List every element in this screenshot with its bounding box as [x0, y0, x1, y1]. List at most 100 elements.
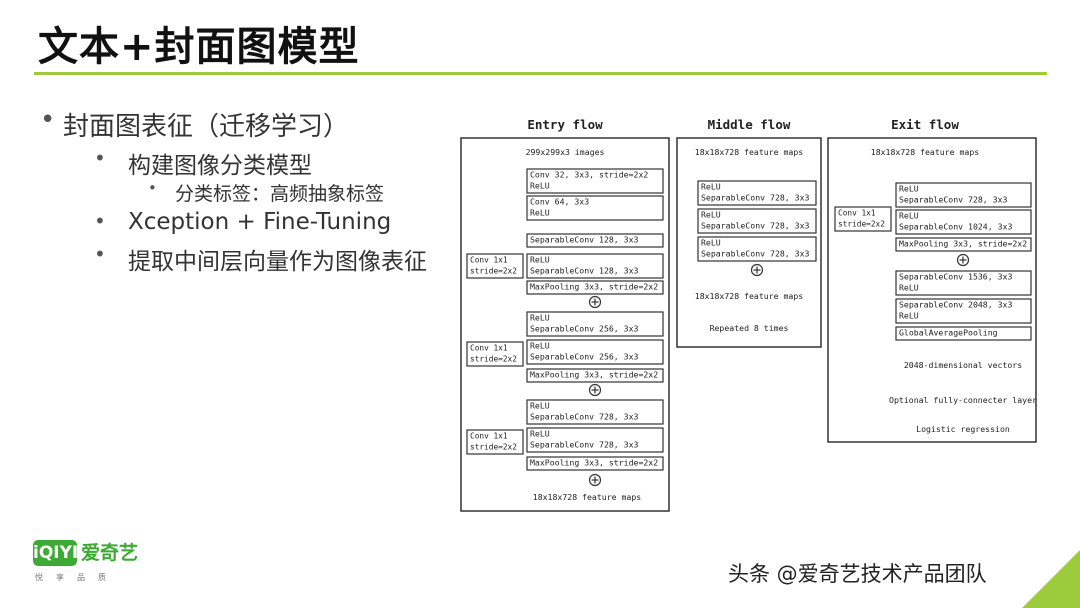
layer-block — [526, 456, 664, 471]
exit-flow-title: Exit flow — [891, 117, 959, 132]
layer-label: SeparableConv 2048, 3x3 — [899, 300, 1012, 310]
middle-flow-input: 18x18x728 feature maps — [695, 147, 804, 157]
bullet-dot-icon: • — [40, 105, 56, 135]
layer-label: ReLU — [701, 210, 721, 220]
layer-block — [526, 368, 664, 383]
layer-block — [895, 270, 1032, 296]
layer-label: SeparableConv 1536, 3x3 — [899, 272, 1012, 282]
layer-block — [526, 195, 664, 221]
layer-block — [895, 182, 1032, 208]
layer-label: stride=2x2 — [470, 267, 517, 276]
layer-label: Conv 64, 3x3 — [530, 197, 589, 207]
middle-flow-repeat-note: Repeated 8 times — [710, 323, 789, 333]
layer-label: SeparableConv 728, 3x3 — [530, 412, 639, 422]
iqiyi-logo-name: 爱奇艺 — [81, 542, 139, 564]
entry-flow-output: 18x18x728 feature maps — [533, 492, 642, 502]
layer-label: Conv 1x1 — [470, 432, 508, 441]
entry-flow-title: Entry flow — [527, 117, 603, 132]
entry-flow-input: 299x299x3 images — [526, 147, 605, 157]
layer-label: ReLU — [899, 211, 919, 221]
layer-block — [697, 208, 817, 234]
middle-flow-output: 18x18x728 feature maps — [695, 291, 804, 301]
layer-label: MaxPooling 3x3, stride=2x2 — [530, 370, 658, 380]
bullet-text: Xception + Fine-Tuning — [128, 209, 392, 235]
layer-label: ReLU — [701, 238, 721, 248]
bullet-text: 提取中间层向量作为图像表征 — [128, 249, 427, 275]
bullet-dot-icon: • — [94, 209, 106, 233]
layer-block — [466, 341, 524, 367]
layer-label: stride=2x2 — [838, 220, 885, 229]
layer-block — [466, 253, 524, 279]
layer-label: SeparableConv 728, 3x3 — [701, 249, 810, 259]
layer-label: MaxPooling 3x3, stride=2x2 — [530, 458, 658, 468]
layer-block — [895, 326, 1032, 341]
layer-label: ReLU — [530, 181, 550, 191]
layer-block — [526, 233, 664, 248]
layer-label: GlobalAveragePooling — [899, 328, 998, 338]
exit-flow-step: Optional fully-connecter layer — [889, 395, 1037, 405]
layer-label: SeparableConv 256, 3x3 — [530, 324, 639, 334]
bullet-level3: • 分类标签：高频抽象标签 — [148, 179, 384, 206]
layer-label: ReLU — [530, 208, 550, 218]
watermark-text: 头条 @爱奇艺技术产品团队 — [728, 562, 987, 586]
layer-block — [895, 209, 1032, 235]
layer-block — [834, 206, 892, 232]
layer-block — [895, 237, 1032, 252]
layer-label: SeparableConv 728, 3x3 — [530, 440, 639, 450]
layer-label: MaxPooling 3x3, stride=2x2 — [899, 239, 1027, 249]
layer-label: SeparableConv 728, 3x3 — [701, 193, 810, 203]
layer-label: SeparableConv 728, 3x3 — [899, 195, 1008, 205]
bullet-dot-icon: • — [94, 242, 106, 266]
layer-block — [526, 427, 664, 453]
iqiyi-logo-slogan: 悦享品质 — [35, 573, 119, 582]
layer-block — [697, 180, 817, 206]
layer-block — [526, 311, 664, 337]
bullet-level2: • Xception + Fine-Tuning — [94, 209, 391, 235]
bullet-dot-icon: • — [148, 179, 157, 197]
slide-title: 文本+封面图模型 — [38, 24, 360, 70]
bullet-level1: • 封面图表征（迁移学习） — [40, 105, 350, 143]
exit-flow-step: 2048-dimensional vectors — [904, 360, 1022, 370]
layer-label: stride=2x2 — [470, 355, 517, 364]
layer-label: SeparableConv 128, 3x3 — [530, 235, 639, 245]
layer-label: ReLU — [899, 311, 919, 321]
iqiyi-logo-mark: iQIYI — [33, 540, 78, 566]
bullet-text: 封面图表征（迁移学习） — [63, 112, 350, 142]
layer-label: SeparableConv 1024, 3x3 — [899, 222, 1012, 232]
layer-label: ReLU — [530, 401, 550, 411]
layer-label: ReLU — [701, 182, 721, 192]
layer-label: ReLU — [530, 341, 550, 351]
layer-block — [526, 168, 664, 194]
exit-flow-input: 18x18x728 feature maps — [871, 147, 980, 157]
bullet-dot-icon: • — [94, 146, 106, 170]
layer-block — [526, 280, 664, 295]
layer-label: ReLU — [530, 429, 550, 439]
layer-label: SeparableConv 128, 3x3 — [530, 266, 639, 276]
layer-block — [526, 339, 664, 365]
layer-label: Conv 1x1 — [470, 256, 508, 265]
layer-label: stride=2x2 — [470, 443, 517, 452]
layer-label: SeparableConv 728, 3x3 — [701, 221, 810, 231]
layer-block — [466, 429, 524, 455]
bullet-level2: • 提取中间层向量作为图像表征 — [94, 242, 427, 276]
layer-label: Conv 1x1 — [470, 344, 508, 353]
layer-label: SeparableConv 256, 3x3 — [530, 352, 639, 362]
layer-label: ReLU — [530, 255, 550, 265]
corner-accent — [1022, 550, 1080, 608]
layer-label: Conv 1x1 — [838, 209, 876, 218]
iqiyi-logo: iQIYI 爱奇艺 悦享品质 — [33, 536, 145, 586]
layer-label: ReLU — [899, 283, 919, 293]
bullet-text: 构建图像分类模型 — [128, 153, 312, 179]
layer-label: ReLU — [530, 313, 550, 323]
middle-flow-title: Middle flow — [708, 117, 791, 132]
layer-label: MaxPooling 3x3, stride=2x2 — [530, 282, 658, 292]
exit-flow-step: Logistic regression — [916, 424, 1010, 434]
bullet-level2: • 构建图像分类模型 — [94, 146, 312, 180]
layer-label: Conv 32, 3x3, stride=2x2 — [530, 170, 648, 180]
title-underline — [34, 72, 1047, 75]
layer-block — [697, 236, 817, 262]
bullet-text: 分类标签：高频抽象标签 — [175, 183, 385, 205]
layer-block — [526, 399, 664, 425]
layer-label: ReLU — [899, 184, 919, 194]
